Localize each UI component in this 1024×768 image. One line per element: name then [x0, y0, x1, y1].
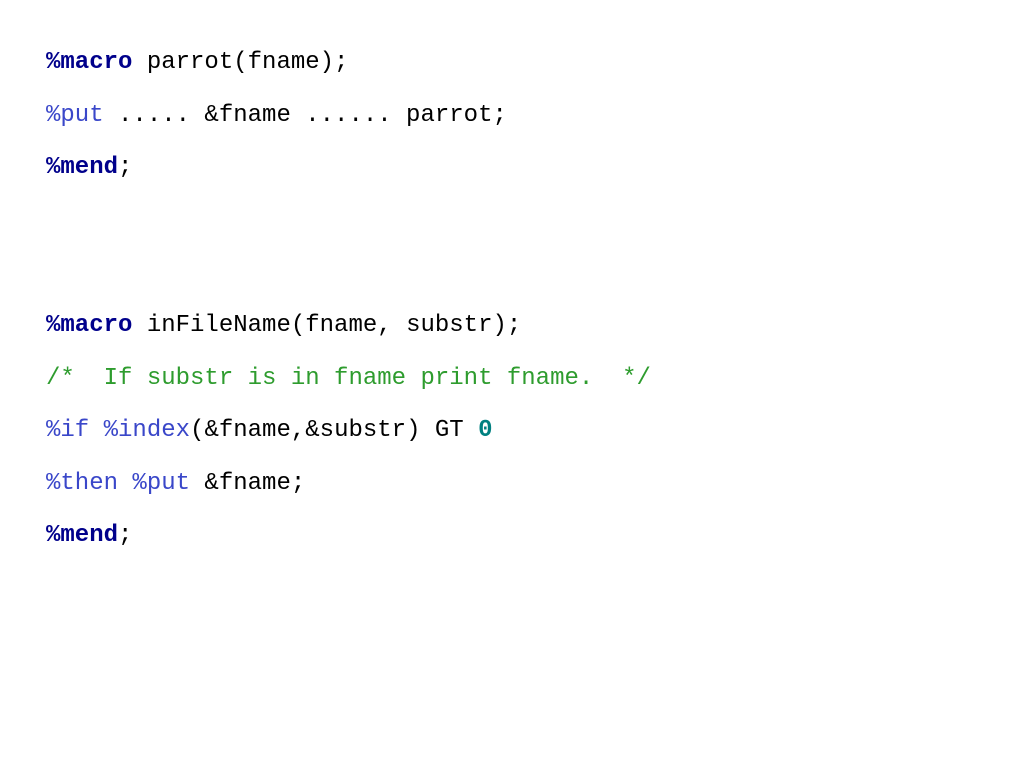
number-literal: 0	[478, 417, 493, 445]
macro-keyword: %macro	[46, 49, 133, 76]
code-line: /* If substr is in fname print fname. */	[46, 360, 651, 413]
condition-expression: (&fname,&substr) GT	[190, 417, 479, 445]
code-line: %macro inFileName(fname, substr);	[46, 307, 651, 360]
macro-signature: inFileName(fname, substr);	[132, 312, 522, 339]
if-keyword: %if	[46, 417, 90, 445]
space	[89, 417, 103, 444]
semicolon: ;	[118, 522, 133, 550]
code-line: %then %put &fname;	[46, 465, 651, 518]
space	[118, 470, 132, 497]
put-statement: &fname;	[190, 469, 306, 497]
mend-keyword: %mend	[46, 154, 119, 182]
mend-keyword: %mend	[46, 522, 119, 550]
code-comment: /* If substr is in fname print fname. */	[46, 364, 651, 392]
parrot-macro-code: %macro parrot(fname); %put ..... &fname …	[46, 44, 507, 202]
code-line: %mend;	[46, 517, 651, 570]
put-keyword: %put	[132, 469, 191, 497]
code-line: %if %index(&fname,&substr) GT 0	[46, 412, 651, 465]
code-line: %mend;	[46, 149, 507, 202]
code-line: %macro parrot(fname);	[46, 44, 507, 97]
code-line: %put ..... &fname ...... parrot;	[46, 97, 507, 150]
index-function: %index	[103, 417, 191, 445]
put-keyword: %put	[46, 101, 104, 129]
macro-keyword: %macro	[46, 312, 133, 339]
macro-signature: parrot(fname);	[132, 49, 349, 76]
then-keyword: %then	[46, 469, 119, 497]
semicolon: ;	[118, 154, 133, 182]
put-statement: ..... &fname ...... parrot;	[103, 101, 507, 129]
infilename-macro-code: %macro inFileName(fname, substr); /* If …	[46, 307, 651, 570]
